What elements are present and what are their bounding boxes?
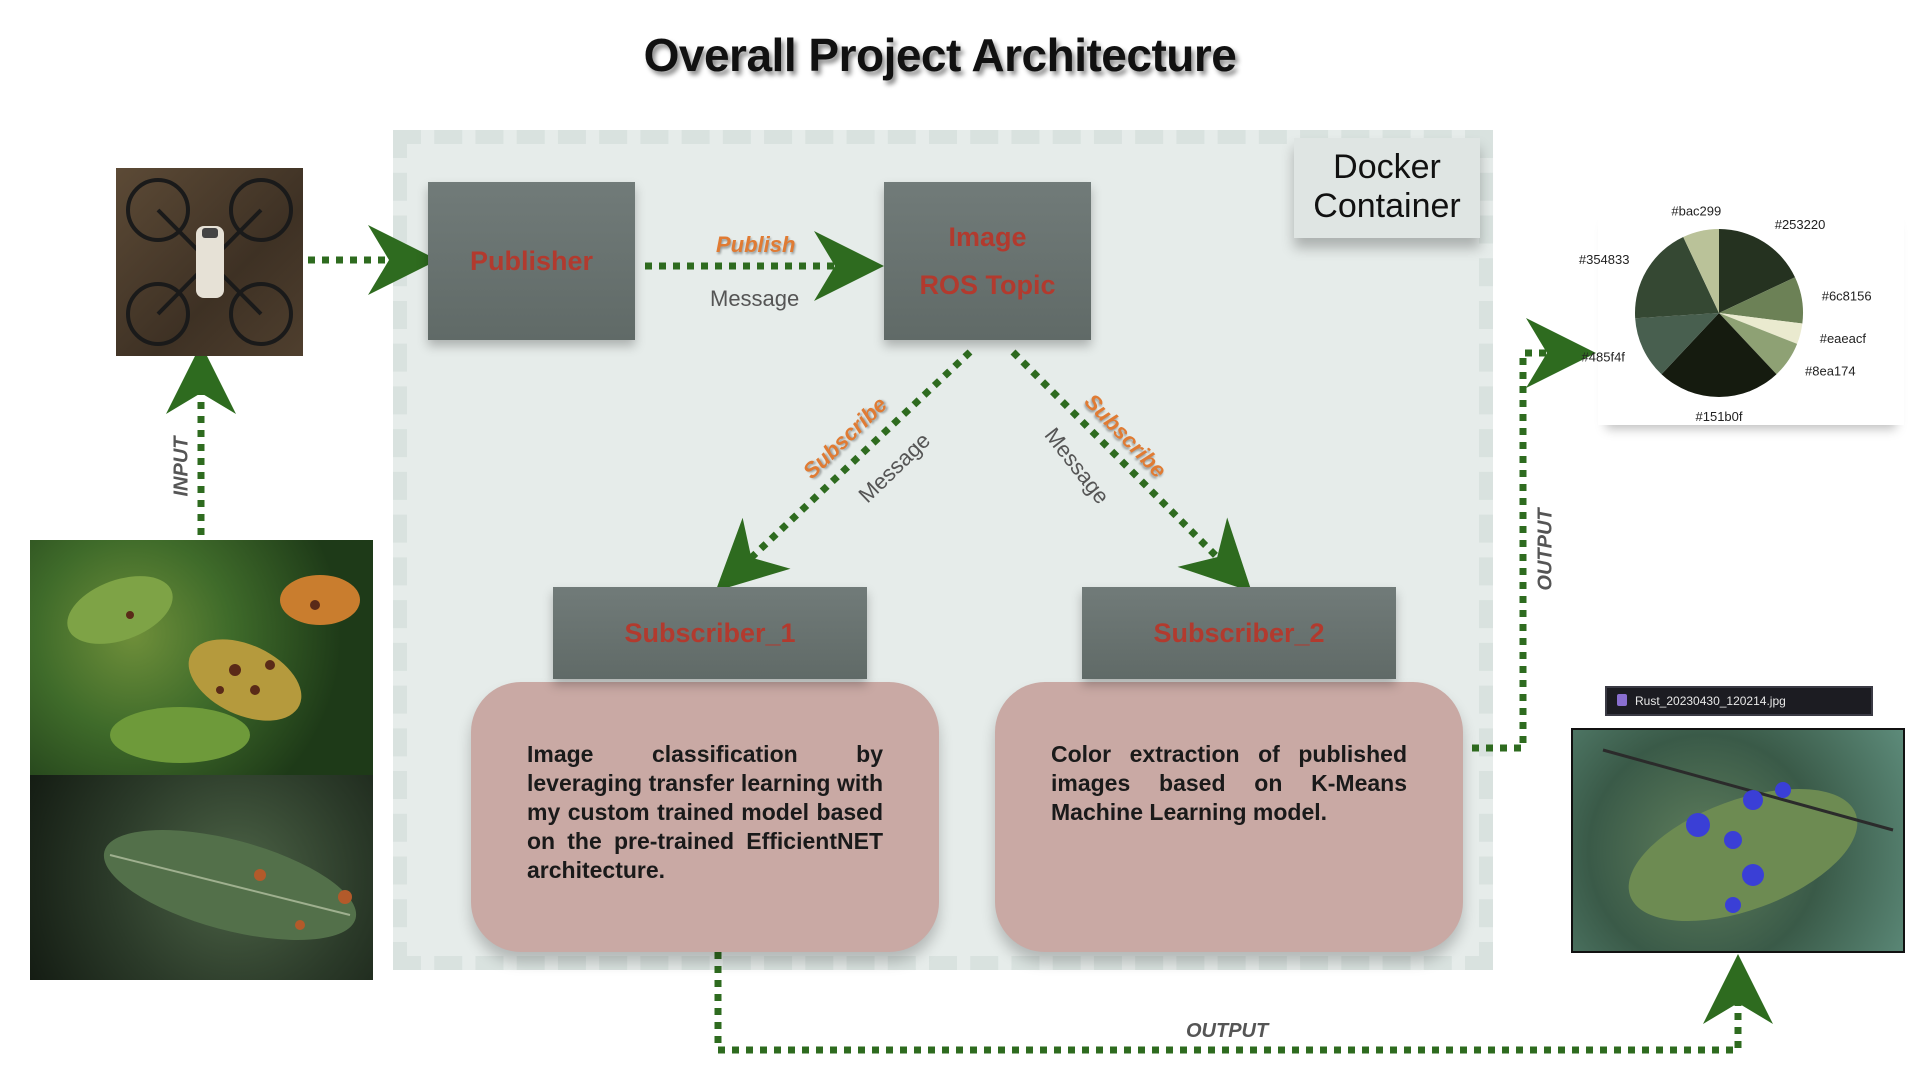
publisher-label: Publisher <box>469 245 594 276</box>
pie-label-5: #485f4f <box>1582 349 1626 364</box>
drone-photo <box>116 168 303 356</box>
output-arrow-to-image <box>714 952 1773 1054</box>
subscriber-1-description: Image classification by leveraging trans… <box>527 741 883 883</box>
docker-container-label: Docker Container <box>1294 138 1480 238</box>
pie-label-7: #bac299 <box>1671 204 1721 219</box>
detected-spots-icon <box>1602 748 1894 921</box>
leaf-photo-bottom <box>30 775 373 980</box>
publisher-node: Publisher <box>428 182 635 340</box>
leaf-icon <box>103 830 357 940</box>
subscriber-1-label: Subscriber_1 <box>624 617 796 648</box>
output-edge-label-bottom: OUTPUT <box>1186 1020 1269 1042</box>
output-edge-label-vertical: OUTPUT <box>1534 508 1557 591</box>
docker-label-line1: Docker <box>1333 148 1441 186</box>
subscriber-2-description: Color extraction of published images bas… <box>1051 741 1407 825</box>
input-edge-label: INPUT <box>170 436 193 497</box>
image-file-icon <box>1617 694 1627 706</box>
subscriber-1-node: Subscriber_1 <box>553 587 867 679</box>
subscriber-2-label: Subscriber_2 <box>1153 617 1325 648</box>
pie-slice-3 <box>1719 313 1798 375</box>
pie-slice-7 <box>1683 229 1719 313</box>
pie-slice-1 <box>1719 277 1803 324</box>
output-file-tab[interactable]: Rust_20230430_120214.jpg <box>1605 686 1873 716</box>
publish-message-label: Message <box>710 286 800 311</box>
output-result-image <box>1571 728 1905 953</box>
rust-spots-icon <box>67 575 360 763</box>
ros-topic-node: Image ROS Topic <box>884 182 1091 340</box>
pie-label-0: #253220 <box>1775 217 1826 232</box>
subscriber-2-description-card: Color extraction of published images bas… <box>995 682 1463 952</box>
pie-slice-2 <box>1719 313 1803 344</box>
subscribe-arrow-2 <box>1010 349 1252 592</box>
leaf-photo-top <box>30 540 373 775</box>
pie-label-2: #eaeacf <box>1820 331 1867 346</box>
subscriber-1-description-card: Image classification by leveraging trans… <box>471 682 939 952</box>
pie-slice-5 <box>1635 313 1719 375</box>
subscribe-arrow-1 <box>715 349 973 592</box>
output-arrow-to-palette <box>1472 318 1596 752</box>
docker-label-line2: Container <box>1313 187 1461 225</box>
diagram-title: Overall Project Architecture <box>643 29 1237 81</box>
pie-label-3: #8ea174 <box>1805 363 1856 378</box>
color-palette-pie-chart: #253220 #6c8156 #eaeacf #8ea174 #151b0f #485f… <box>1579 204 1872 424</box>
pie-slice-6 <box>1635 236 1719 319</box>
color-palette-panel: #253220 #6c8156 #eaeacf #8ea174 #151b0f #485f… <box>1579 204 1904 425</box>
topic-label-line1: Image <box>948 222 1027 252</box>
pie-label-4: #151b0f <box>1696 409 1743 424</box>
pie-label-6: #354833 <box>1579 252 1630 267</box>
pie-label-1: #6c8156 <box>1822 289 1872 304</box>
subscriber-2-node: Subscriber_2 <box>1082 587 1396 679</box>
drone-icon <box>126 178 293 346</box>
topic-label-line2: ROS Topic <box>919 270 1056 300</box>
pie-slice-0 <box>1719 229 1796 313</box>
pie-slice-4 <box>1661 313 1777 397</box>
publish-edge-label: Publish <box>716 232 796 257</box>
output-filename: Rust_20230430_120214.jpg <box>1635 694 1786 708</box>
